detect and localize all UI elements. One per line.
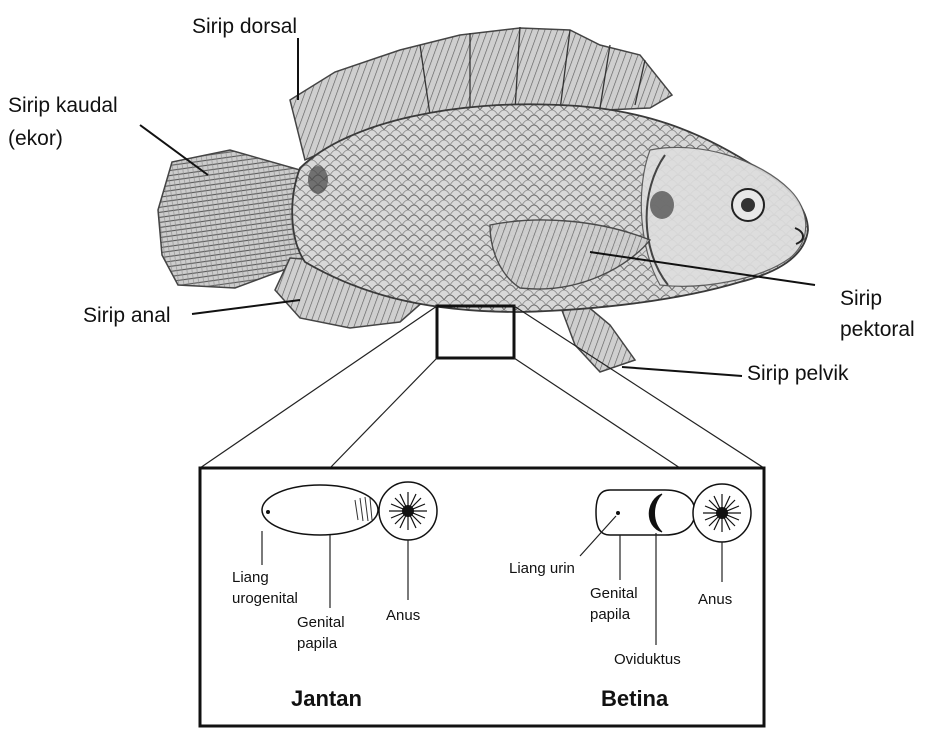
male-label-papilla-line2: papila bbox=[297, 635, 338, 652]
zoom-source-box bbox=[437, 306, 514, 358]
anal-leader-line bbox=[192, 300, 300, 314]
label-pectoral-fin-line1: Sirip bbox=[840, 287, 882, 310]
caudal-fin-shape bbox=[158, 150, 305, 288]
pelvic-fin-shape bbox=[560, 300, 635, 372]
female-label-anus: Anus bbox=[698, 591, 732, 608]
male-title: Jantan bbox=[291, 686, 362, 711]
female-label-papilla-line2: papila bbox=[590, 606, 631, 623]
zoom-line-outer-right bbox=[514, 306, 764, 468]
female-urinary-opening-dot bbox=[616, 511, 620, 515]
label-pectoral-fin-line2: pektoral bbox=[840, 318, 915, 341]
female-label-oviduct: Oviduktus bbox=[614, 651, 681, 668]
male-label-opening-line1: Liang bbox=[232, 569, 269, 586]
label-dorsal-fin: Sirip dorsal bbox=[192, 15, 297, 38]
male-label-opening-line2: urogenital bbox=[232, 590, 298, 607]
female-label-papilla-line1: Genital bbox=[590, 585, 638, 602]
female-papilla-shape bbox=[596, 490, 695, 535]
male-urogenital-opening-dot bbox=[266, 510, 270, 514]
label-anal-fin: Sirip anal bbox=[83, 304, 171, 327]
label-caudal-fin-line1: Sirip kaudal bbox=[8, 94, 118, 117]
zoom-line-inner-right bbox=[514, 358, 680, 468]
zoom-line-inner-left bbox=[330, 358, 437, 468]
male-label-anus: Anus bbox=[386, 607, 420, 624]
female-title: Betina bbox=[601, 686, 669, 711]
zoom-line-outer-left bbox=[200, 306, 437, 468]
male-label-papilla-line1: Genital bbox=[297, 614, 345, 631]
male-papilla-shape bbox=[262, 485, 378, 535]
female-label-opening: Liang urin bbox=[509, 560, 575, 577]
fish-illustration bbox=[158, 27, 808, 372]
label-pelvic-fin: Sirip pelvik bbox=[747, 362, 849, 385]
pelvic-leader-line bbox=[622, 367, 742, 376]
label-caudal-fin-line2: (ekor) bbox=[8, 127, 63, 150]
